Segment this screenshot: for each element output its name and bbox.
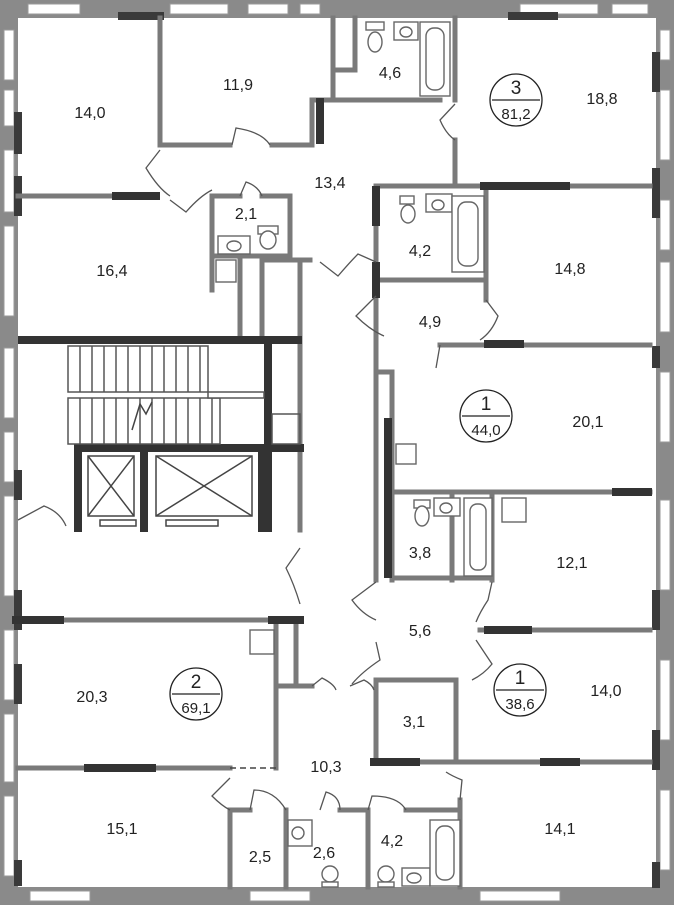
elevators [87,455,253,527]
room-area-label: 12,1 [556,555,587,572]
room-area-label: 11,9 [223,77,253,94]
window-openings [3,3,671,902]
room-area-label: 14,1 [544,821,575,838]
apartment-total-area: 69,1 [181,700,210,717]
room-area-label: 10,3 [310,759,341,776]
room-area-label: 4,2 [409,243,431,260]
apartment-total-area: 44,0 [471,422,500,439]
room-area-label: 20,1 [572,414,603,431]
apartment-badge-2: 2 69,1 [169,667,223,721]
apartment-number: 3 [511,78,522,99]
room-area-label: 16,4 [96,263,127,280]
apartment-total-area: 38,6 [505,696,534,713]
apartment-total-area: 81,2 [501,106,530,123]
room-area-label: 3,8 [409,545,431,562]
room-area-label: 13,4 [314,175,345,192]
room-area-label: 3,1 [403,714,425,731]
room-area-label: 14,0 [74,105,105,122]
apartment-number: 1 [515,668,526,689]
room-area-label: 5,6 [409,623,431,640]
apartment-number: 2 [191,672,202,693]
apartment-number: 1 [481,394,492,415]
room-area-label: 20,3 [76,689,107,706]
plumbing-fixtures [215,21,527,888]
room-area-label: 2,5 [249,849,271,866]
room-area-label: 4,2 [381,833,403,850]
room-area-label: 4,6 [379,65,401,82]
apartment-badge-3: 3 81,2 [489,73,543,127]
room-area-label: 14,0 [590,683,621,700]
interior-walls [15,15,653,890]
room-area-label: 4,9 [419,314,441,331]
staircase [67,345,301,445]
room-area-label: 14,8 [554,261,585,278]
room-area-label: 2,6 [313,845,335,862]
apartment-badge-1-upper: 1 44,0 [459,389,513,443]
thick-walls [12,98,652,772]
apartment-badge-1-lower: 1 38,6 [493,663,547,717]
room-area-label: 18,8 [586,91,617,108]
room-area-labels: 14,0 11,9 4,6 18,8 13,4 2,1 16,4 4,2 14,… [74,65,621,866]
room-area-label: 2,1 [235,206,257,223]
window-dark-segments [14,12,660,888]
doors [17,103,499,811]
room-area-label: 15,1 [106,821,137,838]
